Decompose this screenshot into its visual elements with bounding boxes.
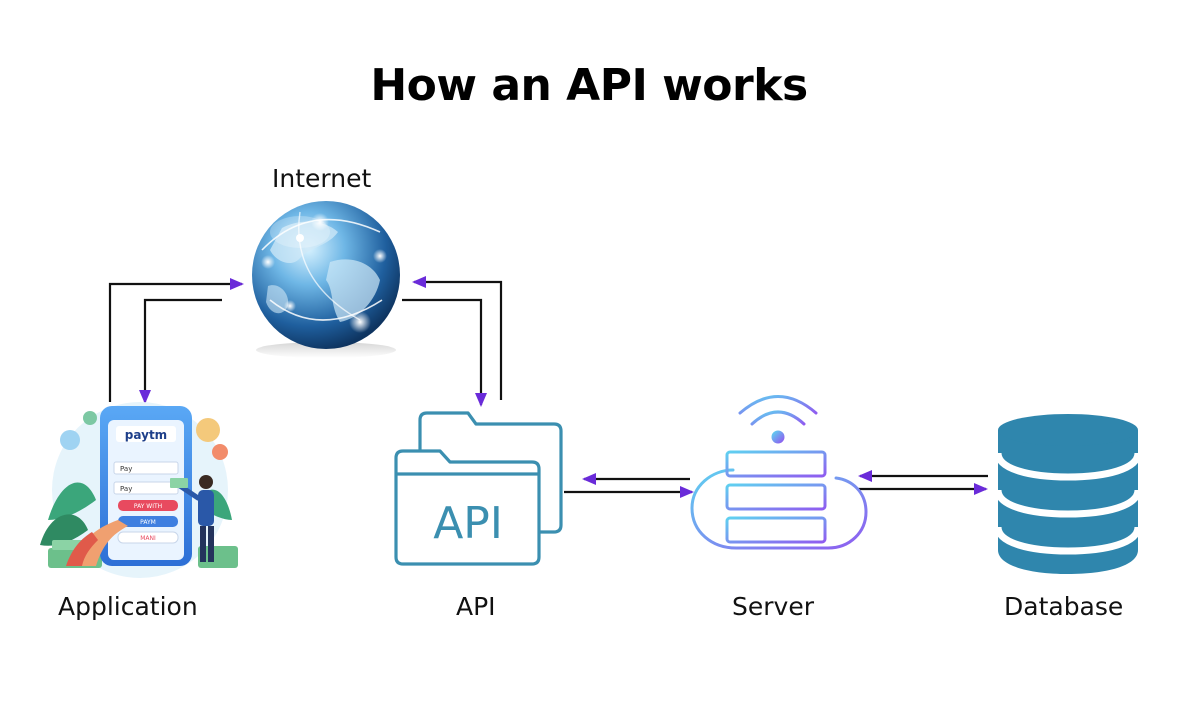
internet-label: Internet xyxy=(272,164,372,193)
api-icon-text: API xyxy=(433,498,503,549)
api-label: API xyxy=(456,592,496,621)
arrow-internet-to-api xyxy=(402,298,487,407)
arrow-application-to-internet xyxy=(108,278,244,402)
application-illustration: paytm Pay Pay PAY WITH PAYM MANI xyxy=(40,402,238,578)
page-title: How an API works xyxy=(370,60,808,111)
server-cloud-icon xyxy=(690,395,868,550)
phone-field-2: Pay xyxy=(120,485,132,493)
server-label: Server xyxy=(732,592,814,621)
phone-brand: paytm xyxy=(125,428,167,442)
database-icon xyxy=(994,414,1142,574)
arrow-internet-to-application xyxy=(139,298,222,404)
api-icon: API xyxy=(394,411,563,566)
arrow-api-to-internet xyxy=(412,276,503,400)
phone-field-5: MANI xyxy=(140,535,156,542)
phone-field-1: Pay xyxy=(120,465,132,473)
phone-field-3: PAY WITH xyxy=(134,503,162,510)
phone-field-4: PAYM xyxy=(140,519,156,526)
database-label: Database xyxy=(1004,592,1124,621)
application-label: Application xyxy=(58,592,198,621)
globe-icon xyxy=(252,201,400,358)
connectors xyxy=(108,276,988,498)
